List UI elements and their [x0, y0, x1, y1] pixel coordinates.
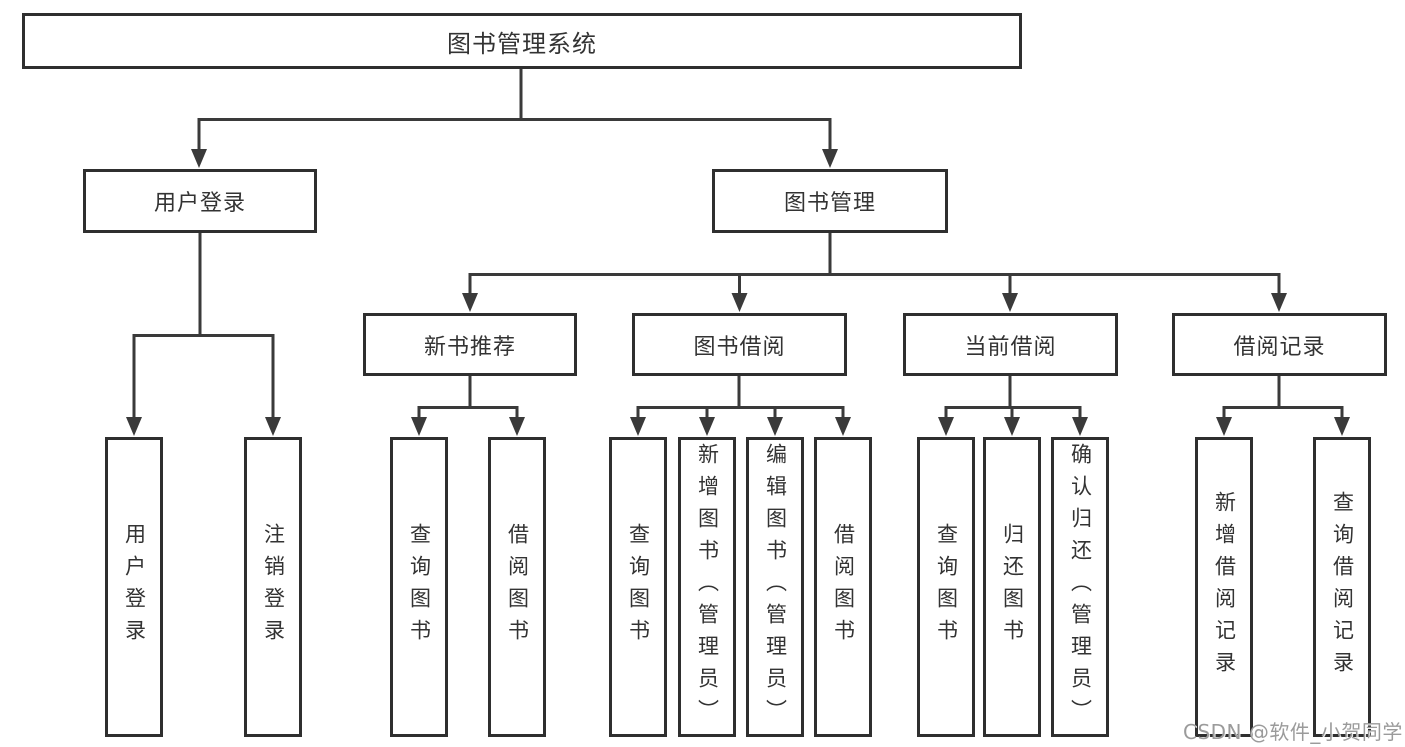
leaf-edit-books-admin: 编辑图书（管理员）: [746, 437, 804, 737]
node-new-book-recommend: 新书推荐: [363, 313, 577, 376]
connector-new-book-branch: [417, 376, 519, 421]
leaf-user-login: 用户登录: [105, 437, 163, 737]
leaf-logout: 注销登录: [244, 437, 302, 737]
leaf-add-borrow-record: 新增借阅记录: [1195, 437, 1253, 737]
leaf-add-books-admin: 新增图书（管理员）: [678, 437, 736, 737]
leaf-query-books-current: 查询图书: [917, 437, 975, 737]
leaf-query-books-borrow: 查询图书: [609, 437, 667, 737]
leaf-query-borrow-record: 查询借阅记录: [1313, 437, 1371, 737]
node-current-borrowing: 当前借阅: [903, 313, 1118, 376]
node-library-system: 图书管理系统: [22, 13, 1022, 69]
node-borrow-records: 借阅记录: [1172, 313, 1387, 376]
leaf-query-books-recommend: 查询图书: [390, 437, 448, 737]
leaf-return-books: 归还图书: [983, 437, 1041, 737]
connector-book-borrow-branch: [636, 376, 845, 421]
leaf-confirm-return-admin: 确认归还（管理员）: [1051, 437, 1109, 737]
connector-borrow-record-branch: [1222, 376, 1344, 421]
connector-user-login-branch: [132, 233, 275, 421]
leaf-borrow-books: 借阅图书: [814, 437, 872, 737]
node-user-login: 用户登录: [83, 169, 317, 233]
node-book-management: 图书管理: [712, 169, 948, 233]
connector-current-borrow-branch: [944, 376, 1082, 421]
connector-book-management-branch: [468, 233, 1281, 297]
node-book-borrowing: 图书借阅: [632, 313, 847, 376]
watermark: CSDN @软件_小贺同学: [1183, 720, 1403, 744]
leaf-borrow-books-recommend: 借阅图书: [488, 437, 546, 737]
connector-root-branch: [197, 69, 832, 152]
